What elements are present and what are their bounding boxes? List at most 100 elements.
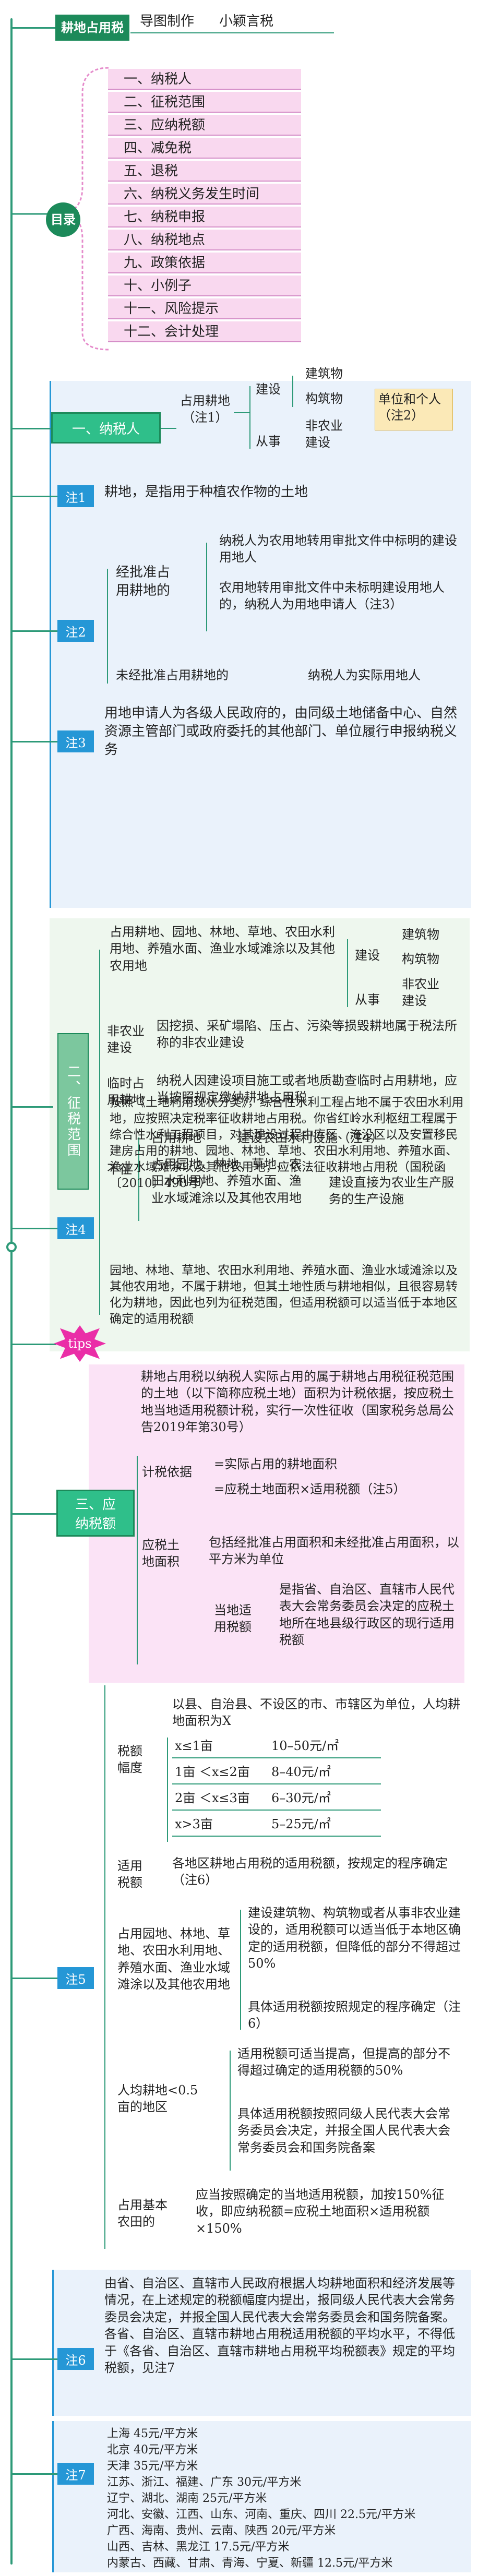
basic-label: 占用基本 农田的 — [117, 2198, 168, 2230]
note5-tag-text: 注5 — [65, 1972, 86, 1987]
connector — [292, 376, 293, 407]
approved-b-text: 农用地转用审批文件中未标明建设用地人的，纳税人为用地申请人（注3） — [219, 580, 445, 612]
branch-connector — [11, 630, 58, 632]
toc-item[interactable]: 十、小例子 — [108, 275, 301, 296]
taxpayer-node[interactable]: 一、纳税人 — [51, 412, 161, 444]
nonagri-build-text: 因挖损、采矿塌陷、压占、污染等损毁耕地属于税法所称的非农业建设 — [157, 1019, 457, 1050]
branch-connector — [11, 1513, 58, 1515]
toc-item[interactable]: 五、退税 — [108, 161, 301, 182]
note6-panel — [52, 2270, 471, 2416]
amount-panel — [89, 1364, 464, 1683]
temp-label: 临时占 用耕地 — [107, 1076, 145, 1108]
avg-row: 天津 35元/平方米 — [107, 2459, 467, 2474]
note1-tag-text: 注1 — [65, 490, 86, 505]
branch-connector — [11, 428, 53, 429]
taxpayer-panel — [50, 381, 471, 908]
unit-person-box[interactable]: 单位和个人（注2） — [375, 389, 453, 430]
author-label: 小颖言税 — [219, 14, 274, 29]
branch-connector — [11, 1106, 53, 1108]
connector — [249, 386, 250, 449]
scope-node[interactable]: 二、征税范围 — [57, 1033, 89, 1190]
rate-value: 5–25元/㎡ — [271, 1817, 331, 1831]
rate-text: 是指省、自治区、直辖市人民代表大会常务委员会决定的应税土地所在地县级行政区的现行… — [279, 1582, 455, 1648]
page-title: 耕地占用税 — [61, 20, 124, 35]
amount-node[interactable]: 三、应 纳税额 — [56, 1490, 135, 1537]
nonagri-build-label: 非农业 建设 — [107, 1024, 145, 1056]
toc-item[interactable]: 二、征税范围 — [108, 92, 301, 113]
branch-connector — [11, 27, 58, 29]
rate-underline — [172, 1783, 381, 1784]
note1-tag[interactable]: 注1 — [57, 485, 94, 507]
avg-row: 广西、海南、贵州、云南、陕西 20元/平方米 — [107, 2523, 467, 2539]
connector — [104, 1685, 105, 2249]
connector — [107, 569, 108, 684]
main-spine — [10, 18, 13, 2565]
note7-panel — [52, 2421, 471, 2572]
basis-b: =应税土地面积×适用税额（注5） — [214, 1482, 406, 1496]
toc-item[interactable]: 三、应纳税额 — [108, 115, 301, 136]
rate-underline — [172, 1836, 381, 1837]
apply-label: 适用 税额 — [117, 1859, 142, 1890]
toc-item[interactable]: 九、政策依据 — [108, 253, 301, 273]
scope-structures-label: 构筑物 — [402, 952, 439, 966]
note7-tag[interactable]: 注7 — [57, 2463, 94, 2485]
note4-tag[interactable]: 注4 — [57, 1217, 94, 1239]
tips-badge[interactable]: tips — [54, 1325, 106, 1362]
avg-row: 辽宁、湖北、湖南 25元/平方米 — [107, 2491, 467, 2507]
note6-text: 由省、自治区、直辖市人民政府根据人均耕地面积和经济发展等情况，在上述规定的税额幅… — [104, 2276, 455, 2375]
construct-label: 建设 — [256, 382, 281, 397]
toc-item[interactable]: 十二、会计处理 — [108, 321, 301, 342]
percap-a: 适用税额可适当提高，但提高的部分不得超过确定的适用税额的50% — [237, 2046, 450, 2078]
rate-value: 8–40元/㎡ — [271, 1765, 331, 1779]
toc-item[interactable]: 一、纳税人 — [108, 69, 301, 90]
approved-label: 经批准占 用耕地的 — [116, 565, 171, 599]
avg-row: 江苏、浙江、福建、广东 30元/平方米 — [107, 2475, 467, 2490]
occupier-text: 占用耕地 （注1） — [180, 393, 230, 425]
avg-row: 上海 45元/平方米 — [107, 2426, 467, 2442]
branch-connector — [11, 741, 58, 742]
avg-value: 30元/平方米 — [237, 2476, 302, 2489]
avg-row: 山西、吉林、黑龙江 17.5元/平方米 — [107, 2539, 467, 2555]
toc-item[interactable]: 四、减免税 — [108, 138, 301, 159]
scope-engage-label: 从事 — [355, 992, 380, 1007]
avg-value: 25元/平方米 — [202, 2492, 267, 2505]
root-node[interactable] — [6, 1242, 17, 1252]
avg-value: 12.5元/平方米 — [317, 2557, 393, 2570]
avg-value: 35元/平方米 — [134, 2460, 198, 2473]
note4-tag-text: 注4 — [65, 1222, 86, 1237]
toc-item[interactable]: 七、纳税申报 — [108, 207, 301, 227]
title-box[interactable]: 耕地占用税 — [55, 15, 129, 41]
rate-condition: 1亩 ＜x≤2亩 — [175, 1765, 250, 1779]
toc-node[interactable]: 目录 — [46, 202, 80, 237]
connector — [240, 1910, 241, 2030]
note4-text-a: 按照《土地利用现状分类》，综合性水利工程占地不属于农田水利用地，应按照决定税率征… — [110, 1096, 464, 1191]
basic-text: 应当按照确定的当地适用税额，加按150%征收，即应纳税额=应税土地面积×适用税额… — [196, 2187, 445, 2236]
avg-row: 河北、安徽、江西、山东、河南、重庆、四川 22.5元/平方米 — [107, 2507, 467, 2523]
structures-label: 构筑物 — [305, 391, 343, 406]
percap-b: 具体适用税额按照同级人民代表大会常务委员会决定，并报全国人民代表大会常务委员会和… — [237, 2106, 450, 2155]
avg-region: 江苏、浙江、福建、广东 — [107, 2476, 237, 2489]
rate-underline — [172, 1810, 381, 1811]
connector — [234, 412, 249, 413]
note5-tag[interactable]: 注5 — [57, 1967, 94, 1989]
toc-item[interactable]: 八、纳税地点 — [108, 230, 301, 250]
note6-tag[interactable]: 注6 — [57, 2348, 94, 2370]
rate-value: 6–30元/㎡ — [271, 1791, 331, 1805]
apply-text: 各地区耕地占用税的适用税额，按规定的程序确定（注6） — [172, 1856, 448, 1888]
toc-item[interactable]: 六、纳税义务发生时间 — [108, 184, 301, 205]
note3-tag[interactable]: 注3 — [57, 730, 94, 752]
note2-tag[interactable]: 注2 — [57, 620, 94, 642]
toc-item[interactable]: 十一、风险提示 — [108, 298, 301, 319]
rate-condition: 2亩 ＜x≤3亩 — [175, 1791, 250, 1805]
rate-condition: x≤1亩 — [175, 1739, 213, 1753]
basis-a: =实际占用的耕地面积 — [214, 1457, 338, 1471]
unapproved-text: 纳税人为实际用地人 — [308, 668, 421, 682]
approved-a-text: 纳税人为农用地转用审批文件中标明的建设用地人 — [219, 533, 457, 565]
rate-condition: x>3亩 — [175, 1817, 213, 1831]
scope-label: 二、征税范围 — [65, 1064, 81, 1158]
toc-label: 目录 — [51, 212, 76, 227]
branch-connector — [11, 2473, 58, 2475]
branch-connector — [11, 1978, 58, 1979]
scope-buildings-label: 建筑物 — [402, 927, 439, 942]
avg-region: 内蒙古、西藏、甘肃、青海、宁夏、新疆 — [107, 2557, 317, 2570]
